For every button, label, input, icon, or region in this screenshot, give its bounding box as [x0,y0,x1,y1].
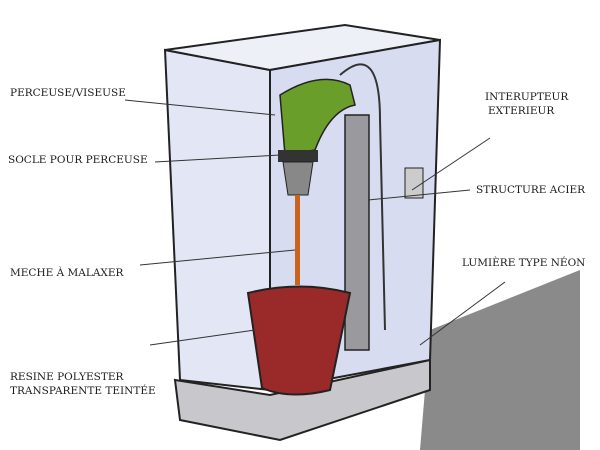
label-mixer-bit: MECHE À MALAXER [10,267,124,279]
label-drill: PERCEUSE/VISEUSE [10,87,126,99]
drill-cable [339,63,386,331]
bucket-icon [246,285,352,396]
drill-mount-icon [278,150,318,162]
label-resin-line2: TRANSPARENTE TEINTÉE [10,385,156,397]
cabinet-base [173,358,431,442]
label-steel-structure: STRUCTURE ACIER [476,184,586,196]
label-resin-line1: RESINE POLYESTER [10,371,124,383]
leader-lines [124,99,506,346]
mixer-bit-icon [295,195,300,285]
label-drill-mount: SOCLE POUR PERCEUSE [8,154,148,166]
drill-chuck-icon [282,161,314,196]
steel-column [344,114,370,351]
drill-icon [279,78,356,156]
label-switch-line1: INTERUPTEUR [485,91,569,103]
label-switch-line2: EXTERIEUR [488,105,555,117]
exterior-switch-icon [404,167,424,199]
label-neon-light: LUMIÈRE TYPE NÉON [462,257,586,269]
floor-shadow [420,270,580,450]
